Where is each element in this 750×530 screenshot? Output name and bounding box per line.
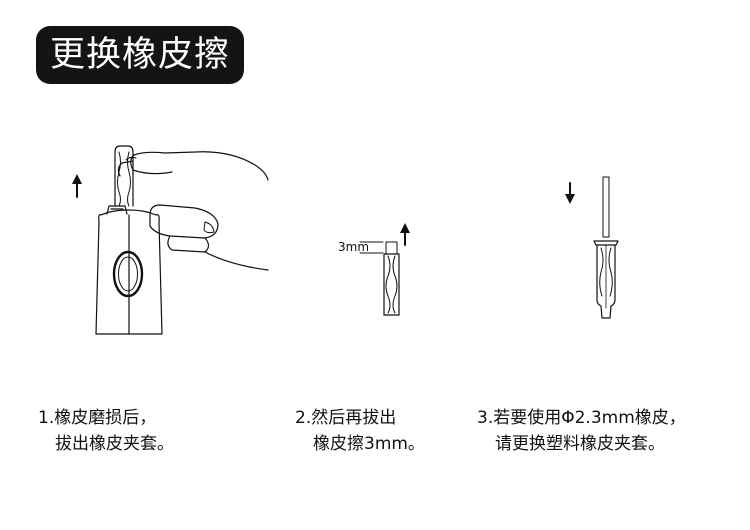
step-2-line-2: 橡皮擦3mm。 — [313, 434, 425, 454]
step-1-line-2: 拔出橡皮夹套。 — [55, 434, 174, 454]
dimension-label: 3mm — [338, 240, 369, 254]
thin-eraser — [602, 176, 610, 238]
up-arrow-icon — [400, 223, 410, 246]
eraser-device-body — [95, 209, 163, 335]
hand-outline — [130, 151, 269, 181]
page-title: 更换橡皮擦 — [36, 26, 245, 84]
step2-illustration: 3mm — [338, 223, 410, 316]
step-3-line-1: 3.若要使用Φ2.3mm橡皮， — [477, 408, 686, 428]
step1-illustration — [72, 145, 269, 335]
eraser-sleeve — [114, 145, 134, 207]
step-1-line-1: 1.橡皮磨损后， — [38, 408, 157, 428]
step-3-caption: 3.若要使用Φ2.3mm橡皮， 请更换塑料橡皮夹套。 — [477, 405, 686, 457]
step-3-line-2: 请更换塑料橡皮夹套。 — [495, 434, 665, 454]
step3-illustration — [565, 176, 619, 319]
step-1-caption: 1.橡皮磨损后， 拔出橡皮夹套。 — [38, 405, 174, 457]
down-arrow-icon — [565, 182, 575, 204]
device-button — [112, 250, 144, 298]
plastic-sleeve — [593, 240, 619, 246]
eraser-sleeve — [383, 253, 400, 316]
step-2-line-1: 2.然后再拔出 — [295, 408, 397, 428]
up-arrow-icon — [72, 174, 82, 198]
step-2-caption: 2.然后再拔出 橡皮擦3mm。 — [295, 405, 425, 457]
